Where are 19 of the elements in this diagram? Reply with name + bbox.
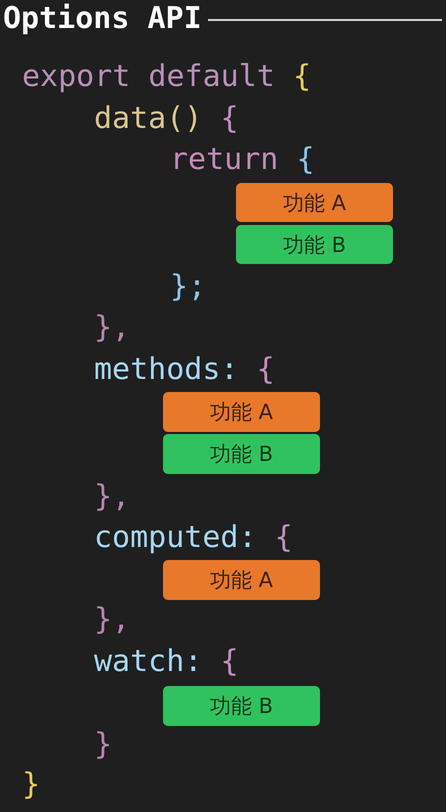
code-line: }, — [94, 479, 130, 515]
feature-block: 功能 B — [236, 225, 393, 264]
code-line: } — [22, 767, 40, 803]
code-line: }, — [94, 602, 130, 638]
feature-block: 功能 B — [163, 434, 320, 474]
code-line: methods: { — [94, 352, 275, 388]
code-line: } — [94, 727, 112, 763]
title: Options API — [3, 1, 202, 37]
code-line: export default { — [22, 59, 311, 95]
feature-block: 功能 A — [163, 560, 320, 600]
code-line: watch: { — [94, 644, 238, 680]
feature-block: 功能 A — [163, 392, 320, 432]
feature-block: 功能 A — [236, 183, 393, 222]
code-line: }, — [94, 310, 130, 346]
code-line: }; — [170, 269, 206, 305]
feature-block: 功能 B — [163, 686, 320, 726]
code-line: return { — [170, 142, 314, 178]
code-line: data() { — [94, 101, 238, 137]
code-line: computed: { — [94, 520, 293, 556]
